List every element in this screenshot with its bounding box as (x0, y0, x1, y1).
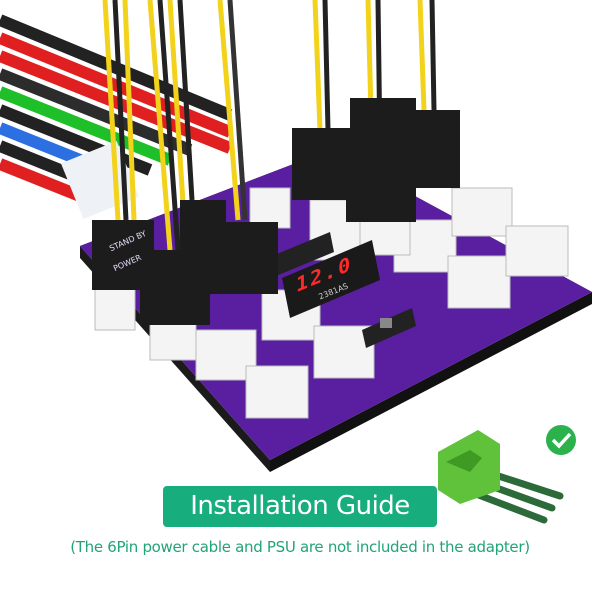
pcie-cables (102, 0, 437, 251)
green-6pin-connector-icon (438, 430, 564, 524)
power-wires (0, 14, 233, 220)
installation-guide-banner: Installation Guide (163, 486, 437, 527)
white-6pin-sockets (94, 187, 569, 419)
power-switch (362, 308, 416, 348)
voltage-display (272, 232, 380, 318)
check-circle-icon (546, 425, 576, 455)
not-included-note: (The 6Pin power cable and PSU are not in… (70, 538, 530, 556)
black-pcie-plugs (92, 98, 460, 325)
